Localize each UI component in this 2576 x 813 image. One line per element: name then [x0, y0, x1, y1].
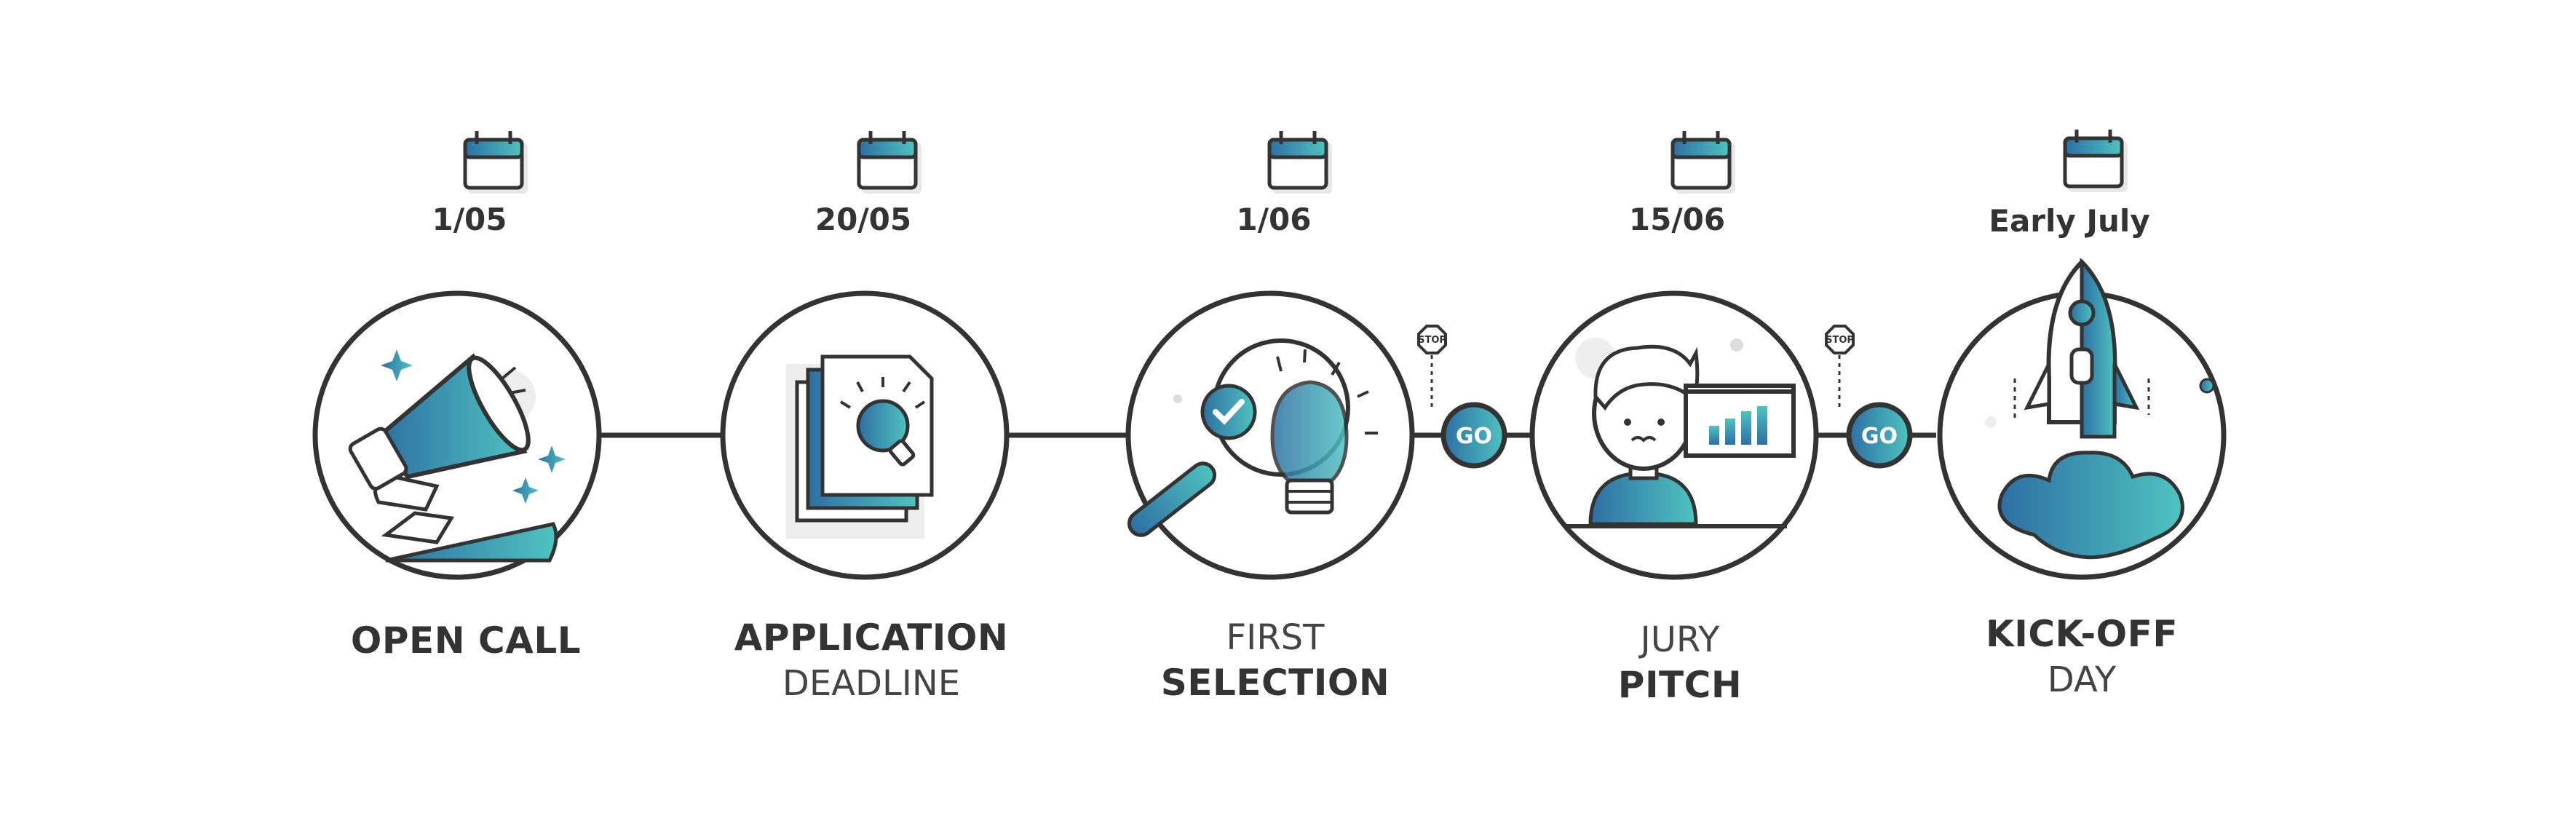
go-label: GO [1456, 424, 1492, 449]
calendar-icon [857, 131, 922, 194]
calendar-icon [463, 131, 528, 194]
go-badge [1846, 402, 1913, 469]
step-date: Early July [1989, 203, 2149, 239]
calendar-icon [2063, 130, 2128, 192]
stop-label: STOP [1826, 335, 1854, 346]
step-label-line1: KICK-OFF [1986, 613, 2178, 655]
stop-sign-icon: STOP [1417, 325, 1447, 408]
step-label-line1: OPEN CALL [351, 619, 581, 662]
step-kick-off-day: Early July KICK-OFF DAY [1937, 130, 2227, 700]
step-application-deadline: 20/05 APPLICATION DEADLINE [720, 131, 1010, 704]
step-first-selection: 1/06 FIRST SELECTION [1125, 131, 1415, 704]
documents-lightbulb-icon [786, 354, 934, 539]
step-label-line2: DAY [2048, 659, 2117, 700]
rocket-icon [1985, 257, 2215, 560]
step-label-line1: FIRST [1226, 617, 1325, 658]
step-date: 1/05 [432, 202, 507, 237]
step-jury-pitch: 15/06 JURY PITCH [1529, 131, 1819, 706]
gate-1: STOP GO [1417, 325, 1507, 469]
stop-sign-icon: STOP [1825, 325, 1855, 408]
step-label-line2: PITCH [1618, 664, 1742, 706]
magnifier-lightbulb-icon [1127, 338, 1378, 537]
step-date: 20/05 [815, 202, 911, 237]
step-date: 15/06 [1629, 202, 1725, 237]
step-open-call: 1/05 OPEN CALL [312, 131, 602, 662]
megaphone-icon [348, 349, 566, 563]
gate-2: STOP GO [1825, 325, 1913, 469]
step-label-line1: APPLICATION [734, 616, 1009, 659]
step-label-line1: JURY [1638, 619, 1721, 660]
go-badge [1440, 402, 1507, 469]
go-label: GO [1861, 424, 1898, 449]
stop-label: STOP [1418, 335, 1446, 346]
calendar-icon [1671, 131, 1735, 194]
presenter-chart-icon [1565, 338, 1796, 528]
calendar-icon [1267, 131, 1332, 194]
step-label-line2: DEADLINE [782, 663, 960, 704]
step-label-line2: SELECTION [1161, 662, 1390, 704]
step-date: 1/06 [1236, 202, 1311, 237]
